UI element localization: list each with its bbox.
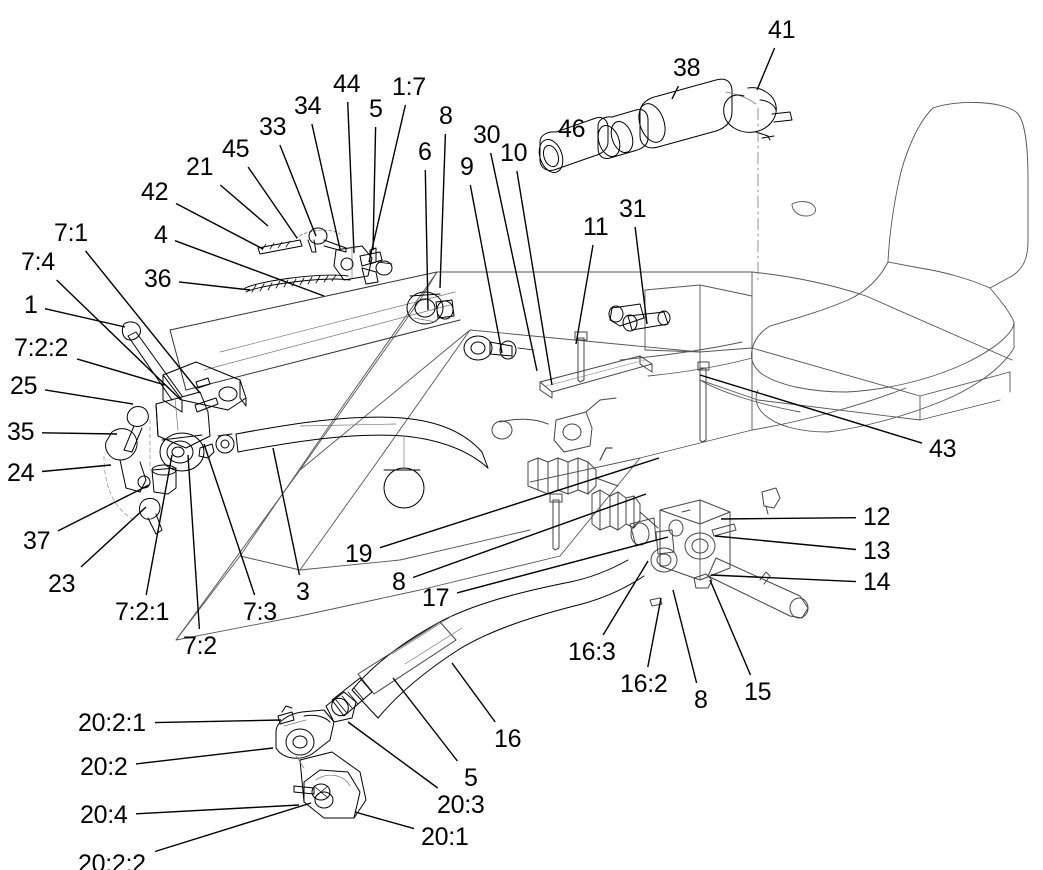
callout-20-2-1: 20:2:1 [78,709,146,737]
loose-parts-top-right [538,78,793,281]
callout-3: 3 [296,578,310,606]
callout-12: 12 [863,503,891,531]
center-linkage-assembly [491,331,809,619]
callout-35: 35 [7,418,35,446]
callout-4: 4 [154,221,168,249]
boot-bellows-right [591,489,641,531]
seat-illustration [619,102,1029,433]
callout-16-3: 16:3 [568,638,616,666]
callout-20-1: 20:1 [421,823,469,851]
callout-15: 15 [744,678,772,706]
callout-5: 5 [464,764,478,792]
callout-7-2-2: 7:2:2 [14,334,69,362]
callout-20-2-2: 20:2:2 [78,850,146,870]
callout-34: 34 [294,92,322,120]
callout-20-4: 20:4 [80,801,128,829]
callout-16-2: 16:2 [620,670,668,698]
callout-7-3: 7:3 [243,598,277,626]
callout-6: 6 [418,138,432,166]
callout-45: 45 [222,135,250,163]
callout-41: 41 [768,16,796,44]
callout-23: 23 [48,570,76,598]
callout-8: 8 [439,102,453,130]
callout-20-2: 20:2 [80,753,128,781]
callout-16: 16 [494,725,522,753]
callout-25: 25 [10,372,38,400]
callout-9: 9 [460,153,474,181]
callout-1: 1 [24,291,38,319]
callout-21: 21 [186,153,214,181]
callout-5: 5 [369,95,383,123]
callout-44: 44 [333,70,361,98]
callout-30: 30 [473,121,501,149]
callout-10: 10 [500,139,528,167]
callout-38: 38 [673,54,701,82]
callout-46: 46 [558,115,586,143]
callout-1-7: 1:7 [392,73,426,101]
lower-tie-rod-assembly [275,559,645,819]
callout-11: 11 [583,213,609,241]
callout-36: 36 [144,265,172,293]
callout-42: 42 [141,178,169,206]
callout-20-3: 20:3 [437,791,485,819]
steering-arm-3 [235,416,489,509]
callout-17: 17 [422,584,450,612]
callout-7-2-1: 7:2:1 [115,598,170,626]
callout-7-4: 7:4 [21,248,55,276]
callout-13: 13 [863,537,891,565]
callout-19: 19 [345,540,373,568]
callout-7-1: 7:1 [54,219,88,247]
main-frame-beam [169,271,461,391]
callout-8: 8 [694,686,708,714]
callout-33: 33 [259,113,287,141]
callout-8: 8 [392,568,406,596]
boot-bellows-left [527,457,597,495]
callout-43: 43 [929,435,957,463]
callout-31: 31 [619,195,647,223]
callout-14: 14 [863,568,891,596]
callout-37: 37 [23,527,51,555]
left-spindle-assembly [103,321,247,535]
callout-7-2: 7:2 [183,632,217,660]
callout-24: 24 [7,459,35,487]
